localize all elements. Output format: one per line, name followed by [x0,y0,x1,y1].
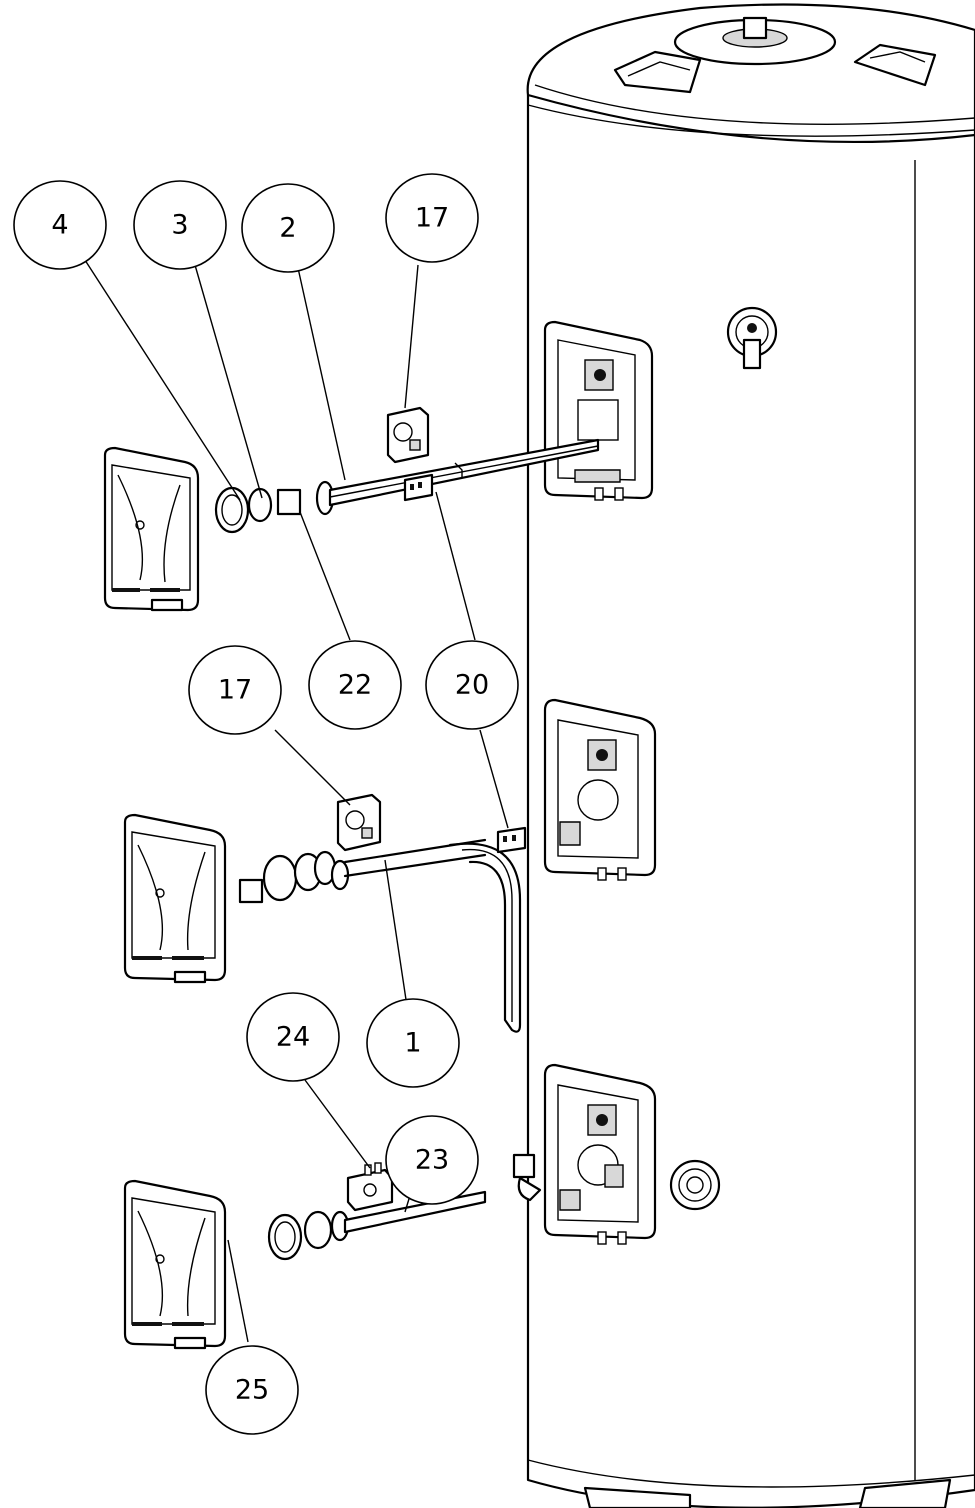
callout-2: 2 [241,183,335,273]
terminal-block-middle [496,826,527,854]
callout-24: 24 [246,992,340,1082]
terminal-block-upper [403,473,434,502]
leader-lines [82,256,509,1343]
callout-label: 2 [279,213,296,244]
callout-17-upper: 17 [385,173,479,263]
callout-label: 3 [171,210,188,241]
callout-label: 17 [218,675,252,706]
middle-element-assembly [238,793,527,1033]
callout-label: 4 [51,210,68,241]
callout-label: 17 [415,203,449,234]
boss-housing-lower [512,1063,657,1245]
callout-label: 20 [455,670,489,701]
side-connector-upper [726,306,778,370]
cover-middle [123,813,227,984]
callout-23: 23 [385,1115,479,1205]
callout-label: 1 [404,1028,421,1059]
callout-label: 24 [276,1022,310,1053]
callout-3: 3 [133,180,227,270]
thermostat-upper [386,406,430,464]
side-connector-lower [669,1159,721,1211]
cover-upper [103,446,200,612]
callout-17-middle: 17 [188,645,282,735]
callout-4: 4 [13,180,107,270]
boss-housing-upper [543,320,654,501]
callout-20: 20 [425,640,519,730]
callout-25: 25 [205,1345,299,1435]
thermostat-middle [336,793,382,852]
callout-1: 1 [366,998,460,1088]
upper-element-assembly [214,406,600,534]
callout-label: 22 [338,670,372,701]
callout-label: 25 [235,1375,269,1406]
thermostat-lower [346,1162,394,1212]
callout-label: 23 [415,1145,449,1176]
cover-lower [123,1179,227,1350]
boss-housing-middle [543,698,657,881]
top-fittings [613,16,937,94]
callout-22: 22 [308,640,402,730]
